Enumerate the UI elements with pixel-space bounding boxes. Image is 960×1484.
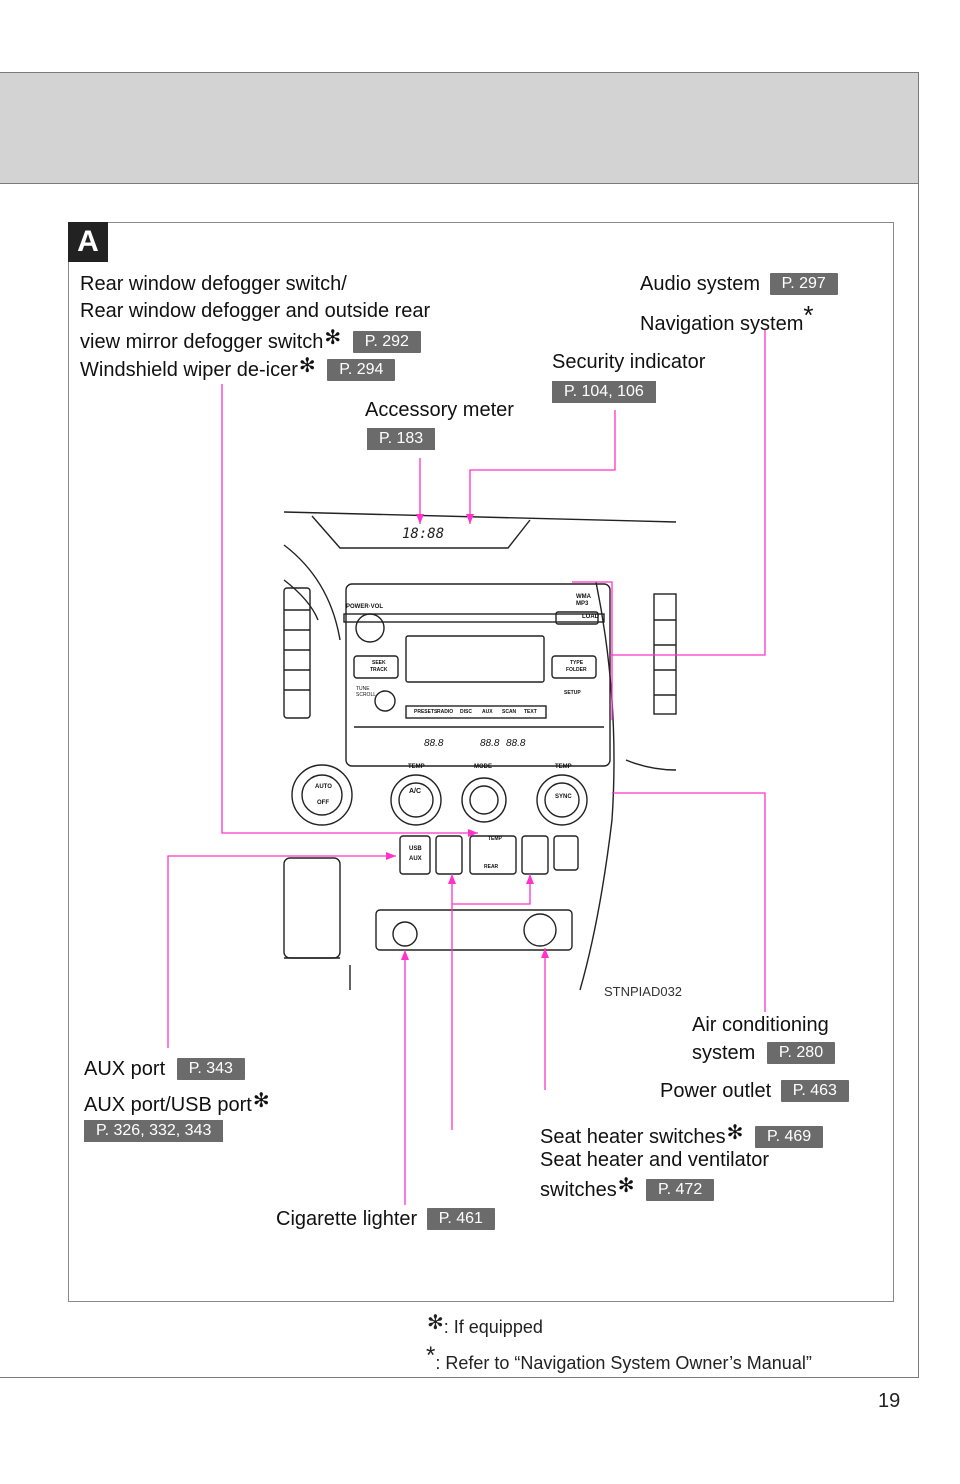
rear-defogger-line1: Rear window defogger switch/ (80, 273, 347, 295)
audio-system-label: Audio system (640, 273, 761, 295)
seat-heater-ventilator-line2: Seat heater and ventilator (540, 1149, 770, 1171)
footnote-navigation-manual-text: : Refer to “Navigation System Owner’s Ma… (435, 1353, 812, 1373)
seat-heater-page-badge[interactable]: P. 469 (754, 1126, 824, 1148)
dash-aux: AUX (482, 709, 493, 715)
bottom-rule (0, 1377, 919, 1378)
dash-temp-right: TEMP (555, 764, 572, 770)
star-icon: ✻ (726, 1122, 744, 1144)
power-outlet-page-badge[interactable]: P. 463 (780, 1080, 849, 1102)
dash-text: TEXT (524, 709, 537, 715)
air-conditioning-line1: Air conditioning (692, 1014, 829, 1036)
dash-aux-port: AUX (409, 856, 422, 862)
dash-load: LOAD (582, 614, 599, 620)
dash-seg-1: 88.8 (424, 738, 444, 749)
image-code: STNPIAD032 (604, 984, 683, 999)
star-icon: ✻ (298, 355, 316, 377)
star-icon: ✻ (427, 1312, 444, 1334)
aux-port-page-badge[interactable]: P. 343 (176, 1058, 245, 1080)
security-indicator-page-badge[interactable]: P. 104, 106 (552, 381, 656, 403)
cigarette-lighter-line: Cigarette lighter P. 461 (276, 1206, 495, 1232)
cigarette-lighter-label: Cigarette lighter (276, 1208, 418, 1230)
rear-defogger-line2: Rear window defogger and outside rear (80, 300, 431, 322)
rear-defogger-line3-text: view mirror defogger switch (80, 331, 324, 353)
seat-ventilator-page-badge[interactable]: P. 472 (646, 1179, 715, 1201)
dash-seek: SEEK (372, 660, 386, 666)
aux-port-line: AUX port P. 343 (84, 1056, 245, 1082)
audio-system-page-badge[interactable]: P. 297 (769, 273, 838, 295)
air-conditioning-line2-text: system (692, 1042, 756, 1064)
dash-folder: FOLDER (566, 667, 587, 673)
cigarette-lighter-page-badge[interactable]: P. 461 (426, 1208, 495, 1230)
header-band (0, 72, 919, 184)
dash-auto: AUTO (315, 784, 332, 790)
dash-seg-3: 88.8 (506, 738, 526, 749)
air-conditioning-line2: system P. 280 (692, 1040, 836, 1066)
seat-heater-line1-text: Seat heater switches (540, 1126, 726, 1148)
seat-heater-ventilator-line3-text: switches (540, 1179, 617, 1201)
dash-mp3: MP3 (576, 601, 589, 607)
audio-system-line: Audio system P. 297 (640, 271, 838, 297)
seat-heater-ventilator-line3: switches✻ P. 472 (540, 1173, 715, 1203)
dash-scan: SCAN (502, 709, 517, 715)
dash-setup: SETUP (564, 690, 581, 696)
navigation-system-label: Navigation system (640, 313, 804, 335)
star-icon: ✻ (617, 1175, 635, 1197)
accessory-meter-page-badge[interactable]: P. 183 (367, 428, 436, 450)
seat-heater-line1: Seat heater switches✻ P. 469 (540, 1120, 824, 1150)
aux-usb-port-line: AUX port/USB port✻ (84, 1088, 270, 1118)
security-indicator-label: Security indicator (552, 351, 706, 373)
rear-defogger-page-badge[interactable]: P. 292 (352, 331, 421, 353)
page-number: 19 (878, 1390, 901, 1412)
navigation-system-line: Navigation system* (640, 302, 814, 337)
aux-usb-port-page-badge[interactable]: P. 326, 332, 343 (84, 1120, 224, 1142)
dash-disc: DISC (460, 709, 472, 715)
air-conditioning-page-badge[interactable]: P. 280 (766, 1042, 836, 1064)
wiper-deicer-page-badge[interactable]: P. 294 (327, 359, 396, 381)
right-margin-rule (918, 72, 919, 1378)
accessory-meter-label: Accessory meter (365, 399, 514, 421)
aux-port-label: AUX port (84, 1058, 166, 1080)
dash-rear-temp: TEMP (488, 836, 502, 842)
aux-usb-port-label: AUX port/USB port (84, 1094, 252, 1116)
star-icon: ✻ (324, 327, 342, 349)
dash-scroll: SCROLL (356, 692, 377, 698)
footnote-navigation-manual: *: Refer to “Navigation System Owner’s M… (426, 1342, 812, 1374)
figure-panel (68, 222, 894, 1302)
asterisk-icon: * (426, 1342, 436, 1369)
dash-sync: SYNC (555, 794, 572, 800)
dash-rear: REAR (484, 864, 499, 870)
dash-power-vol: POWER·VOL (346, 604, 383, 610)
footnote-if-equipped: ✻: If equipped (426, 1310, 543, 1338)
star-icon: ✻ (252, 1090, 270, 1112)
dash-presets: PRESETS (414, 709, 438, 715)
wiper-deicer-text: Windshield wiper de-icer (80, 359, 298, 381)
dash-radio: RADIO (437, 709, 454, 715)
dash-tune: TUNE (356, 686, 370, 692)
footnote-if-equipped-text: : If equipped (443, 1317, 543, 1337)
dash-off: OFF (317, 800, 329, 806)
power-outlet-line: Power outlet P. 463 (660, 1078, 849, 1104)
dash-wma: WMA (576, 594, 591, 600)
asterisk-icon: * (803, 300, 814, 330)
dash-ac: A/C (409, 788, 422, 795)
dash-mode: MODE (474, 764, 492, 770)
dash-track: TRACK (370, 667, 388, 673)
dash-temp-left: TEMP (408, 764, 425, 770)
power-outlet-label: Power outlet (660, 1080, 772, 1102)
rear-defogger-line3: view mirror defogger switch✻ P. 292 (80, 325, 421, 355)
section-letter-badge: A (68, 222, 108, 262)
wiper-deicer-line: Windshield wiper de-icer✻ P. 294 (80, 353, 396, 383)
dash-usb: USB (409, 846, 422, 852)
dash-seg-2: 88.8 (480, 738, 500, 749)
dash-type: TYPE (570, 660, 584, 666)
dash-clock: 18:88 (402, 526, 445, 542)
